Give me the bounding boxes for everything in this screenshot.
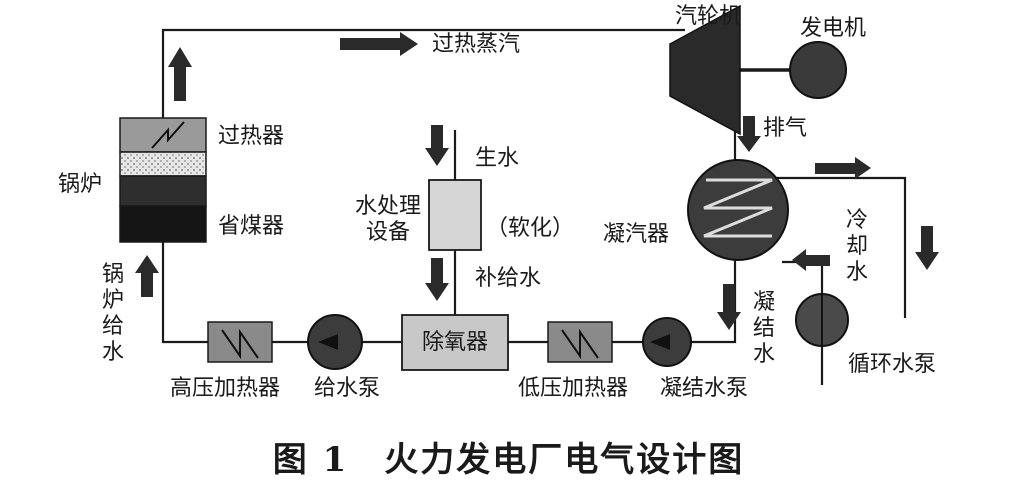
cooling-water-outlet-pipe	[760, 176, 907, 318]
condenser-shell	[687, 159, 789, 261]
arrow-feedwater-up	[135, 255, 159, 297]
boiler-feedwater-label: 锅炉给水	[101, 262, 124, 365]
superheater-label: 过热器	[218, 124, 285, 149]
condenser	[687, 159, 789, 261]
condensate-pump-label: 凝结水泵	[660, 376, 749, 401]
raw-water-label: 生水	[475, 146, 520, 171]
condensate-label: 凝结水	[752, 290, 775, 367]
exhaust-label: 排气	[763, 116, 808, 141]
dotted-section	[119, 151, 207, 177]
feed-pump	[307, 314, 363, 370]
generator-label: 发电机	[800, 16, 867, 41]
circulating-pump	[795, 293, 849, 347]
softening-label: （软化）	[486, 216, 575, 241]
boiler	[119, 117, 207, 243]
condenser-label: 凝汽器	[603, 222, 670, 247]
arrow-boiler-up	[168, 47, 192, 101]
cooling-water-label: 冷却水	[845, 208, 868, 285]
superheated-steam-label: 过热蒸汽	[432, 32, 521, 57]
arrow-makeup-water-down	[425, 258, 449, 301]
economizer-label: 省煤器	[218, 214, 285, 239]
water-treatment-label: 水处理设备	[354, 194, 421, 245]
arrow-cooling-down	[915, 226, 939, 270]
circulating-pump-label: 循环水泵	[848, 352, 937, 377]
arrow-steam-right	[340, 32, 418, 56]
feedwater-pipe	[161, 242, 208, 344]
economizer-section	[119, 175, 207, 207]
lp-heater-label: 低压加热器	[518, 376, 629, 401]
condensate-pump	[642, 317, 692, 367]
arrow-cooling-in-left	[792, 249, 830, 271]
turbine-label: 汽轮机	[675, 4, 742, 29]
boiler-label: 锅炉	[58, 172, 103, 197]
lp-heater-coil	[561, 328, 599, 360]
arrow-condensate-down	[717, 284, 741, 330]
arrow-raw-water-down	[425, 125, 449, 166]
deaerator-box	[401, 314, 509, 371]
arrow-exhaust-down	[737, 116, 761, 152]
hp-heater	[207, 321, 273, 363]
water-treatment-box	[428, 179, 482, 251]
steam-pipe	[161, 28, 685, 118]
hp-heater-coil	[221, 328, 259, 360]
hp-heater-label: 高压加热器	[170, 376, 281, 401]
condensate-pump-pointer	[650, 334, 670, 350]
superheater-zigzag	[151, 121, 185, 149]
feed-pump-label: 给水泵	[314, 376, 381, 401]
condenser-coil	[703, 178, 773, 238]
generator-icon	[789, 41, 847, 99]
figure-caption: 图 1 火力发电厂电气设计图	[272, 440, 745, 480]
deaerator-label: 除氧器	[422, 330, 489, 355]
lp-heater	[547, 321, 613, 363]
turbine-icon	[669, 4, 741, 136]
arrow-cooling-out-right	[815, 157, 871, 179]
flow-arrows	[135, 32, 939, 330]
makeup-water-label: 补给水	[475, 266, 542, 291]
boiler-base-section	[119, 205, 207, 243]
feed-pump-pointer	[318, 334, 338, 350]
